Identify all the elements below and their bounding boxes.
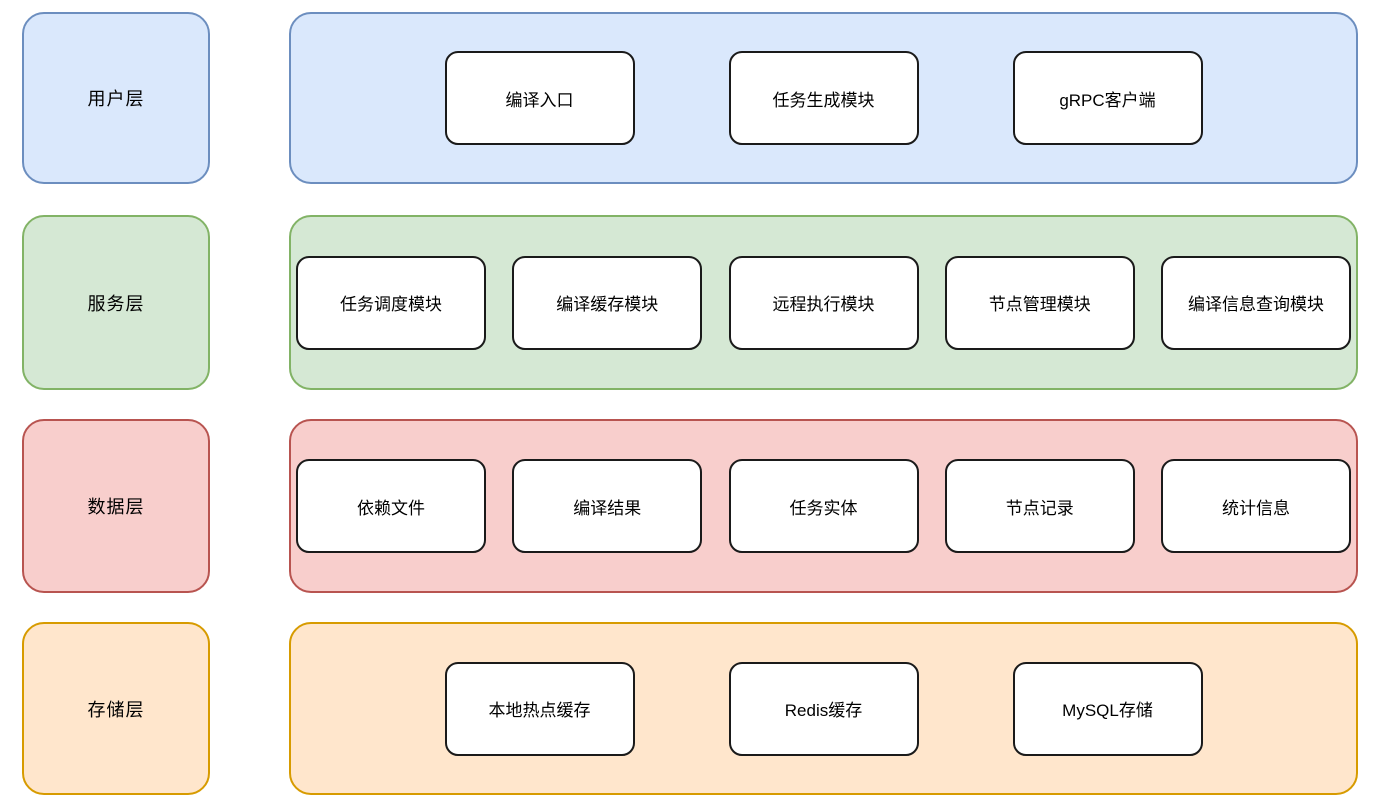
node-redis-cache: Redis缓存 — [728, 661, 919, 756]
node-statistics-info: 统计信息 — [1161, 459, 1351, 553]
node-task-generation-module: 任务生成模块 — [728, 51, 919, 145]
node-task-scheduling-module: 任务调度模块 — [296, 255, 486, 350]
node-compile-entry: 编译入口 — [444, 51, 635, 145]
layer-row-user: 用户层 编译入口 任务生成模块 gRPC客户端 — [0, 12, 1379, 184]
node-task-entity: 任务实体 — [728, 459, 919, 553]
node-dependency-files: 依赖文件 — [296, 459, 486, 553]
node-compile-info-query-module: 编译信息查询模块 — [1161, 255, 1351, 350]
node-compile-results: 编译结果 — [512, 459, 703, 553]
node-node-management-module: 节点管理模块 — [944, 255, 1135, 350]
layer-row-service: 服务层 任务调度模块 编译缓存模块 远程执行模块 节点管理模块 编译信息查询模块 — [0, 215, 1379, 390]
layer-container-storage: 本地热点缓存 Redis缓存 MySQL存储 — [289, 622, 1358, 795]
node-mysql-storage: MySQL存储 — [1012, 661, 1203, 756]
node-remote-execution-module: 远程执行模块 — [728, 255, 919, 350]
layer-label-user: 用户层 — [22, 12, 210, 184]
layer-label-storage: 存储层 — [22, 622, 210, 795]
layer-container-user: 编译入口 任务生成模块 gRPC客户端 — [289, 12, 1358, 184]
layer-container-data: 依赖文件 编译结果 任务实体 节点记录 统计信息 — [289, 419, 1358, 593]
layer-row-data: 数据层 依赖文件 编译结果 任务实体 节点记录 统计信息 — [0, 419, 1379, 593]
node-compile-cache-module: 编译缓存模块 — [512, 255, 703, 350]
node-grpc-client: gRPC客户端 — [1012, 51, 1203, 145]
node-node-records: 节点记录 — [944, 459, 1135, 553]
node-local-hotspot-cache: 本地热点缓存 — [444, 661, 635, 756]
layer-row-storage: 存储层 本地热点缓存 Redis缓存 MySQL存储 — [0, 622, 1379, 795]
layer-label-data: 数据层 — [22, 419, 210, 593]
layer-container-service: 任务调度模块 编译缓存模块 远程执行模块 节点管理模块 编译信息查询模块 — [289, 215, 1358, 390]
layer-label-service: 服务层 — [22, 215, 210, 390]
